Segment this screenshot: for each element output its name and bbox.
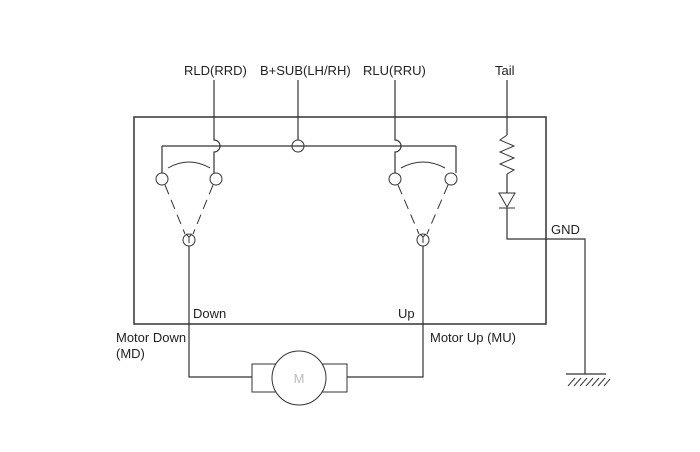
motor-down-wire bbox=[188, 246, 252, 378]
rld-label: RLD(RRD) bbox=[184, 63, 247, 78]
b-sub-label: B+SUB(LH/RH) bbox=[260, 63, 351, 78]
gnd-wire bbox=[506, 208, 586, 374]
tail-label: Tail bbox=[495, 63, 515, 78]
tail-diode bbox=[498, 192, 516, 209]
switch-housing bbox=[133, 116, 547, 325]
motor-up-label: Motor Up (MU) bbox=[430, 330, 516, 345]
down-label: Down bbox=[193, 306, 226, 321]
rlu-wire bbox=[394, 80, 402, 173]
motor-down-abbr-label: (MD) bbox=[116, 346, 145, 361]
rld-wire bbox=[213, 80, 221, 173]
motor-symbol: M bbox=[251, 350, 348, 406]
up-switch bbox=[388, 161, 458, 247]
motor-up-wire bbox=[347, 246, 424, 378]
b-sub-terminal bbox=[291, 80, 305, 153]
down-switch bbox=[155, 161, 223, 247]
gnd-label: GND bbox=[551, 222, 580, 237]
rlu-label: RLU(RRU) bbox=[363, 63, 426, 78]
motor-down-label: Motor Down bbox=[116, 330, 186, 345]
tail-resistor bbox=[498, 80, 516, 193]
motor-letter: M bbox=[294, 371, 305, 386]
ground-icon bbox=[566, 373, 611, 387]
up-label: Up bbox=[398, 306, 415, 321]
